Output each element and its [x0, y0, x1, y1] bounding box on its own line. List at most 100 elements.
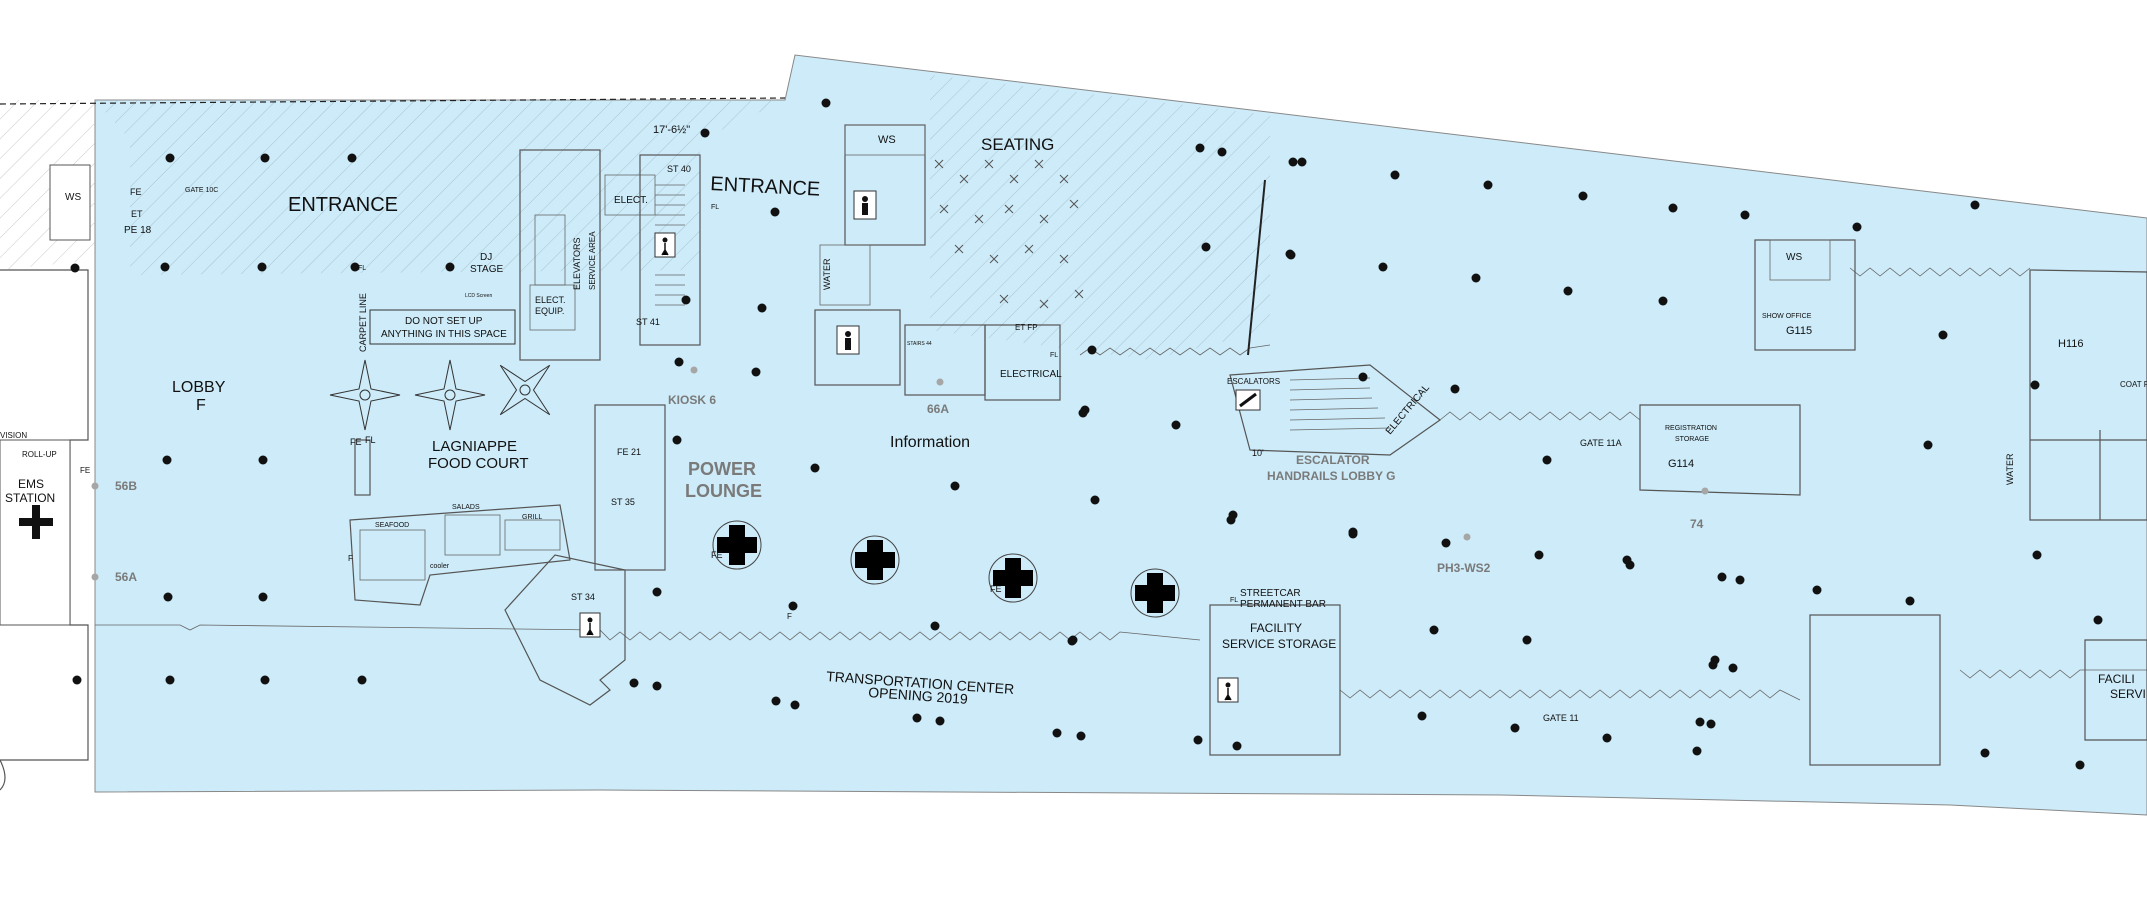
- service-area-label: SERVICE AREA: [588, 231, 597, 290]
- do-not-setup-label-1: DO NOT SET UP: [405, 316, 483, 327]
- escalator-treads: [1289, 377, 1391, 431]
- booth-66a-label: 66A: [927, 402, 949, 416]
- fl-label-3: FL: [711, 204, 719, 211]
- electrical-center-room: [984, 324, 1061, 401]
- elect-label: ELECT.: [614, 195, 648, 206]
- fe-label-4: FE: [990, 584, 1002, 594]
- ems-label: EMS: [18, 477, 44, 491]
- carpet-line-bar: [354, 439, 371, 496]
- facility-right-label-1: FACILI: [2098, 672, 2135, 686]
- pe18-label: PE 18: [124, 225, 152, 236]
- power-lounge-marker-1: [712, 520, 762, 570]
- facility-label-2: SERVICE STORAGE: [1222, 637, 1336, 651]
- structural-columns: [70, 98, 2103, 770]
- gate-11a-label: GATE 11A: [1580, 438, 1622, 448]
- fe-label-top: FE: [130, 187, 142, 197]
- seafood-label: SEAFOOD: [375, 522, 409, 529]
- carpet-line-label: CARPET LINE: [358, 293, 368, 352]
- lobby-letter-label: F: [196, 397, 206, 414]
- person-icon-st34: [579, 612, 601, 638]
- elect-equip-box: [529, 284, 576, 331]
- g114-label: G114: [1668, 458, 1694, 470]
- power-lounge-marker-2: [850, 535, 900, 585]
- ws-center-label: WS: [878, 134, 896, 146]
- do-not-setup-label-2: ANYTHING IN THIS SPACE: [381, 329, 507, 340]
- h116-label: H116: [2058, 338, 2083, 350]
- food-court-counter: [349, 504, 571, 606]
- et-label: ET: [131, 209, 143, 219]
- facility-right-label-2: SERVI: [2110, 687, 2146, 701]
- escalator-block: [1229, 364, 1442, 456]
- fe-label-2: FE: [350, 437, 362, 447]
- right-rooms: [2029, 269, 2147, 521]
- right-facility-room: [2084, 639, 2147, 741]
- dj-label: DJ: [480, 252, 492, 263]
- st40-label: ST 40: [667, 164, 691, 174]
- lower-zigzag-wall: [95, 624, 1201, 641]
- entrance-left-label: ENTRANCE: [288, 194, 398, 216]
- water-left-label: WATER: [822, 258, 832, 290]
- roll-up-label: ROLL-UP: [22, 450, 57, 459]
- salads-box: [444, 514, 501, 556]
- booth-56a-label: 56A: [115, 570, 137, 584]
- escalator-mast: [1247, 179, 1266, 356]
- f-label-1: F: [787, 612, 792, 621]
- hatched-seating-zone: [930, 75, 1270, 360]
- registration-label-2: STORAGE: [1675, 436, 1709, 443]
- elect-equip-label-1: ELECT.: [535, 295, 566, 305]
- st41-label: ST 41: [636, 317, 660, 327]
- cooler-label: cooler: [430, 563, 450, 570]
- hatched-entrance-zone-left: [95, 100, 785, 275]
- st34-label: ST 34: [571, 592, 595, 602]
- ten-ft-label: 10': [1252, 448, 1264, 458]
- upper-zigzag-wall: [1079, 267, 2031, 421]
- ph3-label: PH3-WS2: [1437, 561, 1491, 575]
- coat-room-label: COAT R: [2120, 380, 2147, 389]
- ws-right-room: [1769, 239, 1831, 281]
- fl-label-5: FL: [1230, 597, 1238, 604]
- person-icon-facility: [1217, 677, 1239, 703]
- show-office-label: SHOW OFFICE: [1762, 313, 1812, 320]
- salads-label: SALADS: [452, 504, 480, 511]
- stair-room-40: [639, 154, 701, 346]
- fe21-label: FE 21: [617, 447, 641, 457]
- f-label-2: F: [348, 554, 353, 563]
- electrical-center-label: ELECTRICAL: [1000, 369, 1062, 380]
- fl-label-1: FL: [358, 265, 366, 272]
- grill-label: GRILL: [522, 514, 542, 521]
- fl-label-2: FL: [365, 435, 376, 445]
- ws-right-label: WS: [1786, 252, 1802, 263]
- information-label: Information: [890, 434, 970, 451]
- power-lounge-marker-4: [1130, 568, 1180, 618]
- power-lounge-marker-3: [988, 553, 1038, 603]
- person-icon-restroom-bottom: [836, 325, 860, 355]
- escalator-icon: [1235, 389, 1261, 411]
- compass-star-3: [499, 364, 551, 416]
- grill-box: [504, 519, 561, 551]
- booth-74-label: 74: [1690, 517, 1704, 531]
- gate-11-label: GATE 11: [1543, 713, 1579, 723]
- seafood-box: [359, 529, 426, 581]
- registration-storage-room: [1639, 404, 1801, 496]
- stage-label: STAGE: [470, 264, 503, 275]
- ws-left-label: WS: [65, 192, 81, 203]
- registration-label-1: REGISTRATION: [1665, 425, 1717, 432]
- do-not-setup-box: [369, 309, 516, 345]
- lcd-label: LCD Screen: [465, 293, 492, 299]
- transport-label-2: OPENING 2019: [868, 684, 969, 707]
- food-court-label-1: LAGNIAPPE: [432, 438, 517, 455]
- ws-center-room: [844, 124, 926, 156]
- stair-room-35: [594, 404, 666, 571]
- facility-label-1: FACILITY: [1250, 621, 1302, 635]
- seating-tables: [934, 159, 1084, 309]
- compass-star-1: [329, 359, 401, 431]
- fl-label-4: FL: [1050, 352, 1058, 359]
- booth-56b-label: 56B: [115, 479, 137, 493]
- fe-label-3: FE: [711, 550, 723, 560]
- ws-left-room: [49, 164, 91, 241]
- compass-star-2: [414, 359, 486, 431]
- stair-right-room: [1809, 614, 1941, 766]
- dashed-boundary: [0, 97, 786, 105]
- stair-40-treads: [655, 184, 685, 306]
- kiosk6-label: KIOSK 6: [668, 393, 716, 407]
